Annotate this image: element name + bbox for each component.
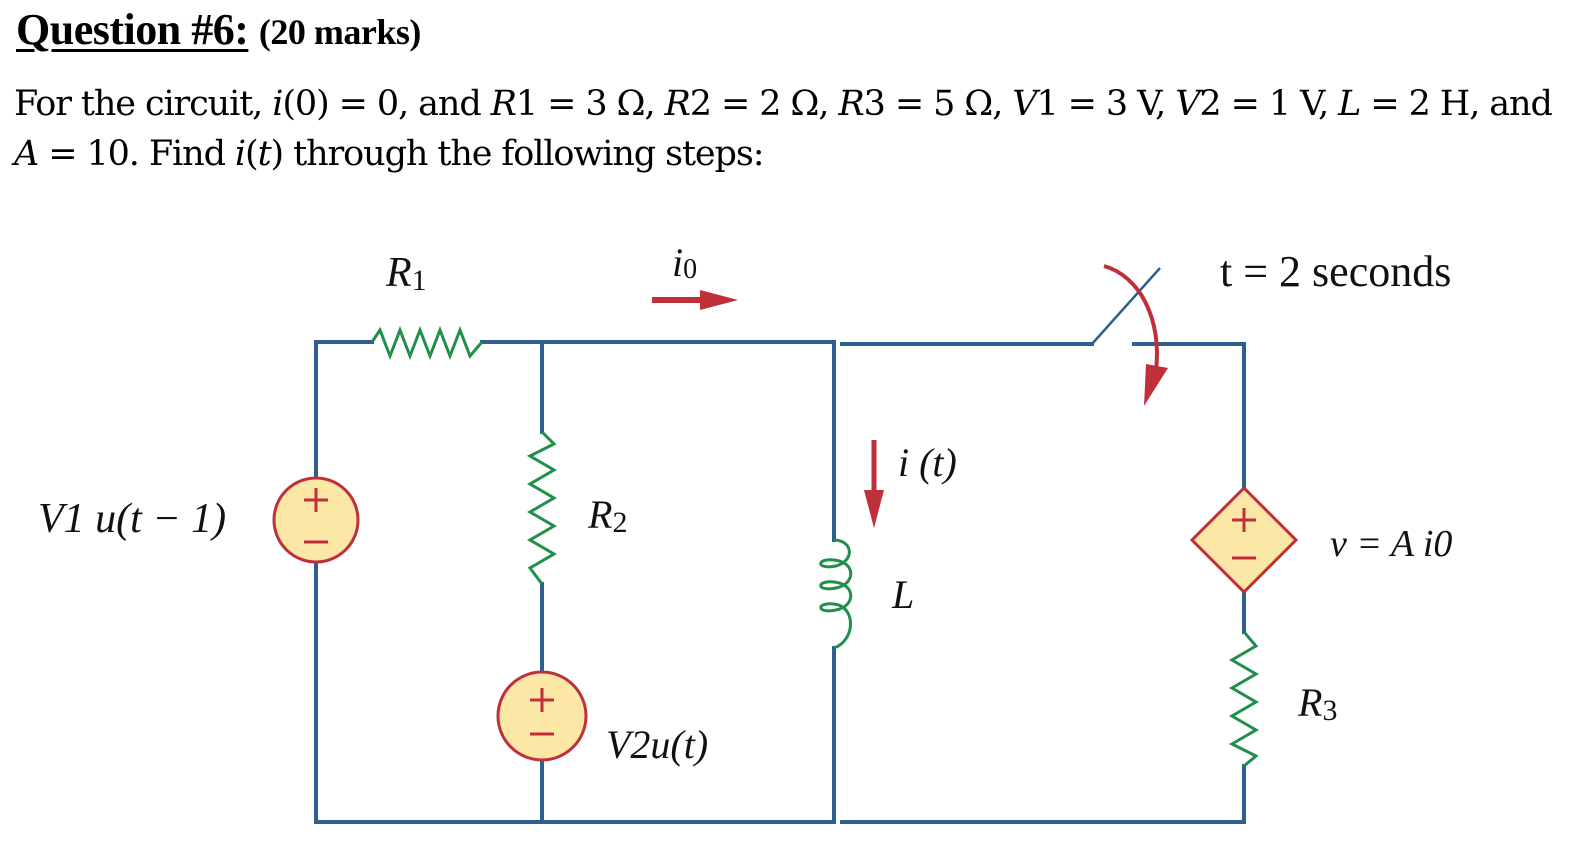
problem-text-run: R: [664, 84, 691, 124]
problem-text-run: ) through the following steps:: [270, 134, 765, 174]
r1-label: R1: [385, 250, 427, 297]
problem-text-run: 1 = 3 V,: [1036, 84, 1176, 124]
problem-text-run: t: [257, 134, 272, 174]
switch-close-arrow-icon: [1103, 264, 1168, 406]
it-current-arrow-icon: [864, 440, 884, 528]
problem-line-1: For the circuit, i(0) = 0, and R1 = 3 Ω,…: [14, 84, 1553, 124]
io-label: i0: [672, 240, 697, 285]
problem-text-run: 2 = 2 Ω,: [689, 84, 839, 124]
problem-text-run: (: [245, 134, 259, 174]
wire-right-upper: [1132, 342, 1246, 494]
r2-label: R2: [587, 492, 627, 539]
r1-resistor-icon: [370, 325, 484, 361]
problem-text-run: = 10. Find: [38, 134, 235, 174]
problem-text-run: R: [838, 84, 864, 124]
problem-text-run: i: [272, 84, 283, 124]
problem-text-run: 1 = 3 Ω,: [515, 84, 665, 124]
problem-text-run: L: [1338, 84, 1361, 124]
v1-source-label: V1 u(t − 1): [38, 496, 226, 542]
wires: [314, 340, 1246, 824]
problem-text-run: R: [490, 84, 517, 124]
r3-resistor-icon: [1228, 631, 1259, 768]
inductor-coil-icon: [819, 538, 853, 650]
inductor-label: L: [891, 572, 914, 617]
problem-text-run: (0) = 0, and: [282, 84, 491, 124]
v1-voltage-source-icon: [272, 476, 360, 564]
question-number: Question #6:: [16, 5, 249, 54]
problem-line-2: A = 10. Find i(t) through the following …: [14, 134, 765, 174]
dependent-source-label: v = A i0: [1330, 523, 1452, 565]
dependent-voltage-source-icon: [1189, 485, 1299, 595]
switch-blade[interactable]: [1091, 267, 1161, 345]
io-current-arrow-icon: [652, 290, 738, 310]
v2-source-label: V2u(t): [606, 722, 708, 767]
question-marks: (20 marks): [258, 12, 421, 52]
problem-text-run: V: [1012, 84, 1037, 124]
problem-text-run: A: [14, 134, 39, 174]
v2-voltage-source-icon: [496, 670, 588, 762]
it-label: i (t): [898, 440, 957, 485]
problem-text-run: i: [234, 134, 246, 174]
switch-time-label: t = 2 seconds: [1220, 247, 1451, 296]
problem-text-run: = 2 H, and: [1360, 84, 1553, 124]
problem-text-run: 2 = 1 V,: [1199, 84, 1339, 124]
problem-text-run: For the circuit,: [14, 84, 273, 124]
problem-text-run: 3 = 5 Ω,: [863, 84, 1013, 124]
question-heading: Question #6: (20 marks): [16, 4, 421, 55]
r2-resistor-icon: [526, 430, 557, 585]
problem-text-run: V: [1175, 84, 1200, 124]
r3-label: R3: [1297, 680, 1337, 727]
